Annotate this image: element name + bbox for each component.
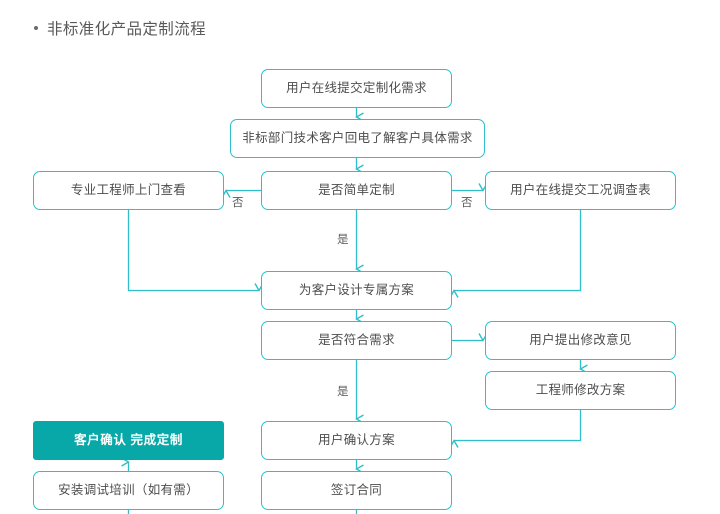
- node-install-training[interactable]: 安装调试培训（如有需）: [33, 471, 224, 510]
- node-label: 用户在线提交工况调查表: [510, 183, 651, 198]
- node-submit-request[interactable]: 用户在线提交定制化需求: [261, 69, 452, 108]
- node-label: 是否简单定制: [318, 183, 395, 198]
- node-label: 用户提出修改意见: [529, 333, 632, 348]
- node-design-solution[interactable]: 为客户设计专属方案: [261, 271, 452, 310]
- node-simple-custom-check[interactable]: 是否简单定制: [261, 171, 452, 210]
- node-sign-contract[interactable]: 签订合同: [261, 471, 452, 510]
- node-label: 专业工程师上门查看: [70, 183, 187, 198]
- node-condition-survey[interactable]: 用户在线提交工况调查表: [485, 171, 676, 210]
- node-label: 客户确认 完成定制: [74, 433, 183, 448]
- bullet-icon: [34, 26, 38, 30]
- node-label: 为客户设计专属方案: [298, 283, 415, 298]
- node-callback-inquiry[interactable]: 非标部门技术客户回电了解客户具体需求: [230, 119, 485, 158]
- edge-label-yes-down: 是: [337, 234, 349, 246]
- page-title: 非标准化产品定制流程: [34, 17, 206, 39]
- page-title-text: 非标准化产品定制流程: [47, 21, 207, 38]
- node-engineer-onsite[interactable]: 专业工程师上门查看: [33, 171, 224, 210]
- node-engineer-revise[interactable]: 工程师修改方案: [485, 371, 676, 410]
- node-label: 用户确认方案: [318, 433, 395, 448]
- edge-revise-to-confirm: [454, 410, 582, 441]
- node-meets-requirement-check[interactable]: 是否符合需求: [261, 321, 452, 360]
- node-label: 非标部门技术客户回电了解客户具体需求: [242, 131, 473, 146]
- node-customer-complete[interactable]: 客户确认 完成定制: [33, 421, 224, 460]
- node-label: 用户在线提交定制化需求: [286, 81, 427, 96]
- edge-survey-to-design: [454, 210, 582, 291]
- node-label: 是否符合需求: [318, 333, 395, 348]
- node-label: 安装调试培训（如有需）: [58, 483, 199, 498]
- node-label: 签订合同: [330, 483, 383, 498]
- edge-label-yes-bottom: 是: [337, 386, 349, 398]
- edge-onsite-to-design: [127, 210, 260, 291]
- edge-label-no-right: 否: [461, 197, 473, 209]
- edge-label-no-left: 否: [232, 197, 244, 209]
- node-user-confirm[interactable]: 用户确认方案: [261, 421, 452, 460]
- node-user-revision[interactable]: 用户提出修改意见: [485, 321, 676, 360]
- node-label: 工程师修改方案: [535, 383, 626, 398]
